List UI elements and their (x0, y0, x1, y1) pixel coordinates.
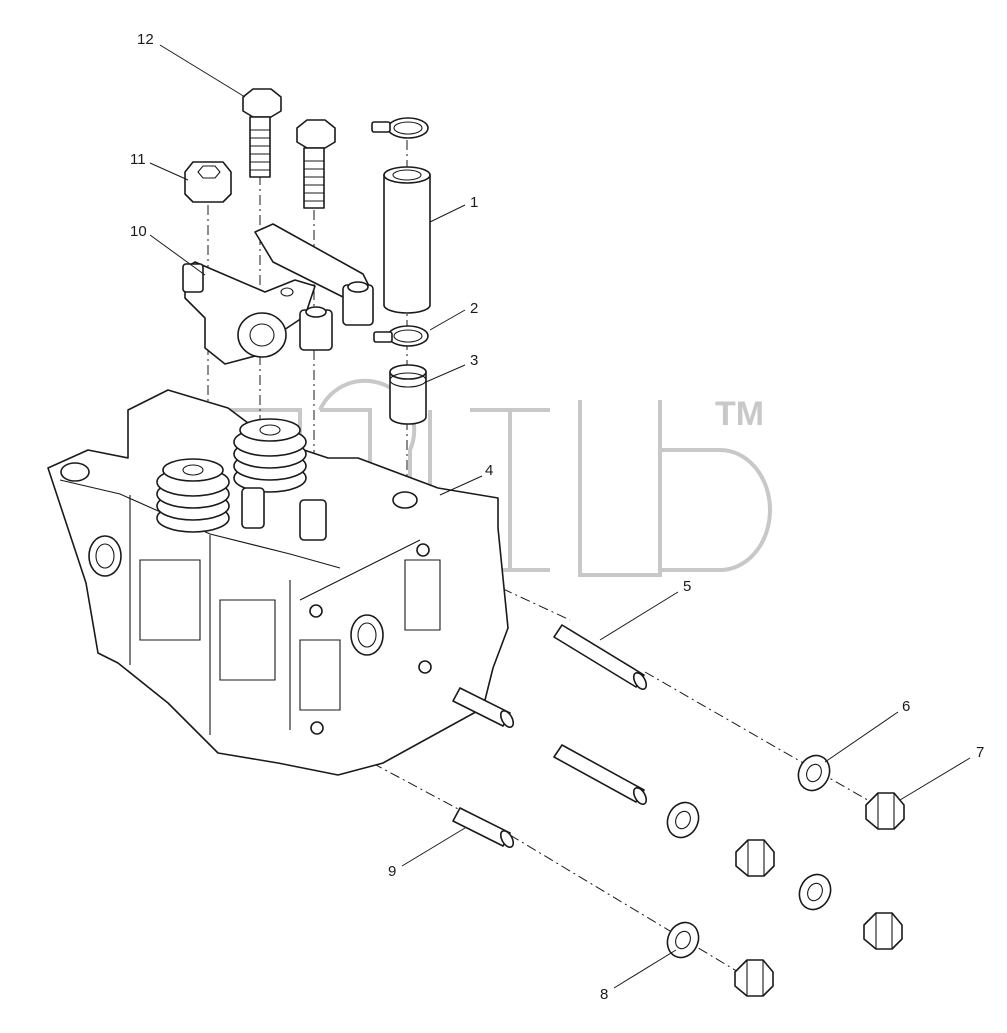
callout-1: 1 (470, 194, 478, 211)
stud-upper-long (553, 624, 648, 690)
callout-4: 4 (485, 462, 493, 479)
washer-bottom (666, 921, 700, 959)
stud-lower-long (553, 744, 648, 805)
nut-upper-right (865, 792, 905, 830)
hose-clamp-upper (371, 117, 429, 139)
bolt-left (242, 88, 282, 178)
valve-spring-left (156, 458, 230, 533)
callout-8: 8 (600, 986, 608, 1003)
callout-10: 10 (130, 223, 147, 240)
trademark-symbol: TM (715, 395, 764, 433)
callout-3: 3 (470, 352, 478, 369)
callouts: 1 2 3 4 5 6 7 8 9 10 11 12 (130, 31, 984, 1003)
stud-bottom (452, 807, 515, 848)
washer-upper-right (797, 754, 831, 792)
sleeve (389, 364, 427, 425)
nut-middle (735, 839, 775, 877)
cap-nut (184, 161, 232, 203)
hose-clamp-lower (373, 325, 429, 347)
callout-6: 6 (902, 698, 910, 715)
washer-middle (666, 801, 700, 839)
rocker-arm-assembly (182, 223, 374, 365)
pipe-tube (383, 166, 431, 314)
stud-short (452, 687, 515, 728)
nut-bottom (734, 959, 774, 997)
washer-lower-middle (798, 873, 832, 911)
callout-9: 9 (388, 863, 396, 880)
callout-12: 12 (137, 31, 154, 48)
cylinder-head (47, 389, 509, 776)
callout-11: 11 (130, 151, 146, 168)
bolt-right (296, 119, 336, 209)
callout-2: 2 (470, 300, 478, 317)
nut-lower-right (863, 912, 903, 950)
leader-lines (149, 44, 971, 989)
valve-spring-right (233, 418, 307, 493)
callout-5: 5 (683, 578, 691, 595)
callout-7: 7 (976, 744, 984, 761)
